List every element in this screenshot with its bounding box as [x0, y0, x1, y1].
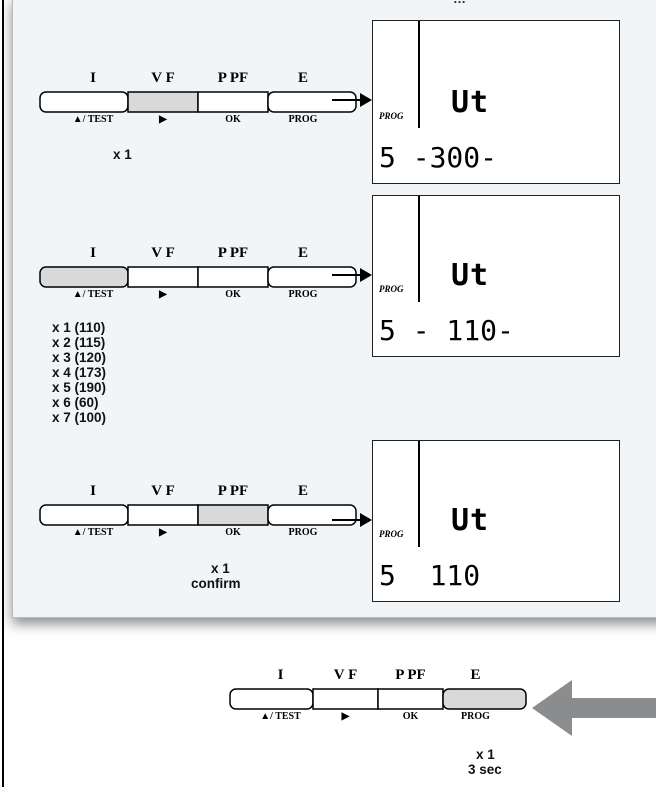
lcd-top-reading: Ut: [451, 503, 490, 538]
keypad-sublabel-2: OK: [225, 289, 241, 300]
keypad-key-3[interactable]: [442, 688, 527, 710]
keypad-final: I V F P PF E ▲/ TEST ▶ OK PROG: [228, 667, 528, 727]
lcd-prog-label: PROG: [379, 111, 404, 121]
keypad-key-0[interactable]: [39, 266, 129, 288]
arrow-right-icon: [332, 513, 372, 527]
lcd-top-reading: Ut: [451, 85, 490, 120]
keypad-label-0: I: [90, 245, 96, 261]
keypad-label-1: V F: [151, 70, 175, 86]
keypad-label-2: P PF: [395, 667, 426, 683]
keypad-label-3: E: [297, 483, 309, 499]
keypad-step-1: I V F P PF E ▲/ TEST ▶ OK PROG: [38, 70, 358, 130]
arrow-right-icon: [332, 268, 372, 282]
arrow-right-icon: [332, 93, 372, 107]
keypad-sublabel-3: PROG: [288, 289, 318, 300]
keypad-bar: [39, 504, 357, 526]
lcd-bottom-reading: 5 -300-: [379, 141, 498, 174]
keypad-sublabel-1: ▶: [159, 114, 167, 125]
header-text: …: [453, 0, 466, 6]
keypad-key-0[interactable]: [39, 504, 129, 526]
step-2-note-0: x 1 (110): [52, 320, 106, 335]
keypad-label-1: V F: [151, 245, 175, 261]
lcd-divider: [418, 196, 420, 302]
keypad-key-2[interactable]: [377, 688, 444, 710]
step-2-note-2: x 3 (120): [52, 350, 107, 365]
keypad-label-2: P PF: [217, 483, 249, 499]
final-note-0: x 1: [476, 747, 495, 762]
keypad-sublabel-0: ▲/ TEST: [72, 114, 114, 125]
keypad-label-0: I: [277, 667, 284, 683]
step-1-note-0: x 1: [113, 147, 132, 162]
keypad-key-3[interactable]: [267, 266, 357, 288]
keypad-key-2[interactable]: [197, 91, 269, 113]
keypad-key-1[interactable]: [127, 266, 199, 288]
keypad-bar: [39, 266, 357, 288]
keypad-label-3: E: [470, 667, 481, 683]
keypad-label-2: P PF: [217, 70, 249, 86]
keypad-sublabel-1: ▶: [341, 711, 350, 722]
keypad-key-1[interactable]: [312, 688, 379, 710]
lcd-display-2: PROG Ut 5 - 110-: [372, 195, 620, 357]
keypad-label-0: I: [90, 483, 96, 499]
keypad-sublabel-2: OK: [225, 114, 241, 125]
lcd-prog-label: PROG: [379, 284, 404, 294]
step-2-note-5: x 6 (60): [52, 395, 99, 410]
keypad-sublabel-2: OK: [225, 527, 241, 538]
step-2-note-3: x 4 (173): [52, 365, 107, 380]
keypad-label-3: E: [297, 245, 309, 261]
keypad-sublabel-2: OK: [402, 711, 419, 722]
keypad-sublabel-0: ▲/ TEST: [72, 527, 114, 538]
lcd-display-1: PROG Ut 5 -300-: [372, 20, 620, 184]
lcd-divider: [418, 21, 420, 128]
keypad-sublabel-3: PROG: [461, 711, 490, 722]
keypad-key-0[interactable]: [39, 91, 129, 113]
keypad-label-3: E: [297, 70, 309, 86]
keypad-key-2[interactable]: [197, 266, 269, 288]
big-arrow-left-icon: [532, 680, 656, 736]
keypad-label-1: V F: [333, 667, 358, 683]
keypad-sublabel-3: PROG: [288, 114, 318, 125]
step-3-note-0: x 1: [211, 561, 230, 576]
lcd-prog-label: PROG: [379, 529, 404, 539]
keypad-label-1: V F: [151, 483, 175, 499]
keypad-key-3[interactable]: [267, 91, 357, 113]
step-2-note-1: x 2 (115): [52, 335, 106, 350]
lcd-display-3: PROG Ut 5 110: [372, 440, 620, 602]
step-2-note-6: x 7 (100): [52, 410, 107, 425]
keypad-sublabel-0: ▲/ TEST: [72, 289, 114, 300]
lcd-divider: [418, 441, 420, 547]
keypad-sublabel-1: ▶: [159, 527, 167, 538]
keypad-label-2: P PF: [217, 245, 249, 261]
keypad-bar: [229, 688, 527, 710]
keypad-key-2[interactable]: [197, 504, 269, 526]
keypad-step-2: I V F P PF E ▲/ TEST ▶ OK PROG: [38, 245, 358, 305]
step-2-note-4: x 5 (190): [52, 380, 107, 395]
keypad-key-1[interactable]: [127, 504, 199, 526]
keypad-sublabel-1: ▶: [159, 289, 167, 300]
keypad-key-0[interactable]: [229, 688, 314, 710]
keypad-label-0: I: [90, 70, 96, 86]
keypad-sublabel-0: ▲/ TEST: [260, 711, 301, 722]
keypad-step-3: I V F P PF E ▲/ TEST ▶ OK PROG: [38, 483, 358, 543]
final-note-1: 3 sec: [468, 762, 502, 777]
step-3-note-1: confirm: [191, 576, 241, 591]
keypad-key-1[interactable]: [127, 91, 199, 113]
left-margin-rule: [2, 0, 4, 787]
keypad-sublabel-3: PROG: [288, 527, 318, 538]
lcd-top-reading: Ut: [451, 258, 490, 293]
lcd-bottom-reading: 5 - 110-: [379, 314, 514, 347]
lcd-bottom-reading: 5 110: [379, 559, 481, 592]
keypad-bar: [39, 91, 357, 113]
